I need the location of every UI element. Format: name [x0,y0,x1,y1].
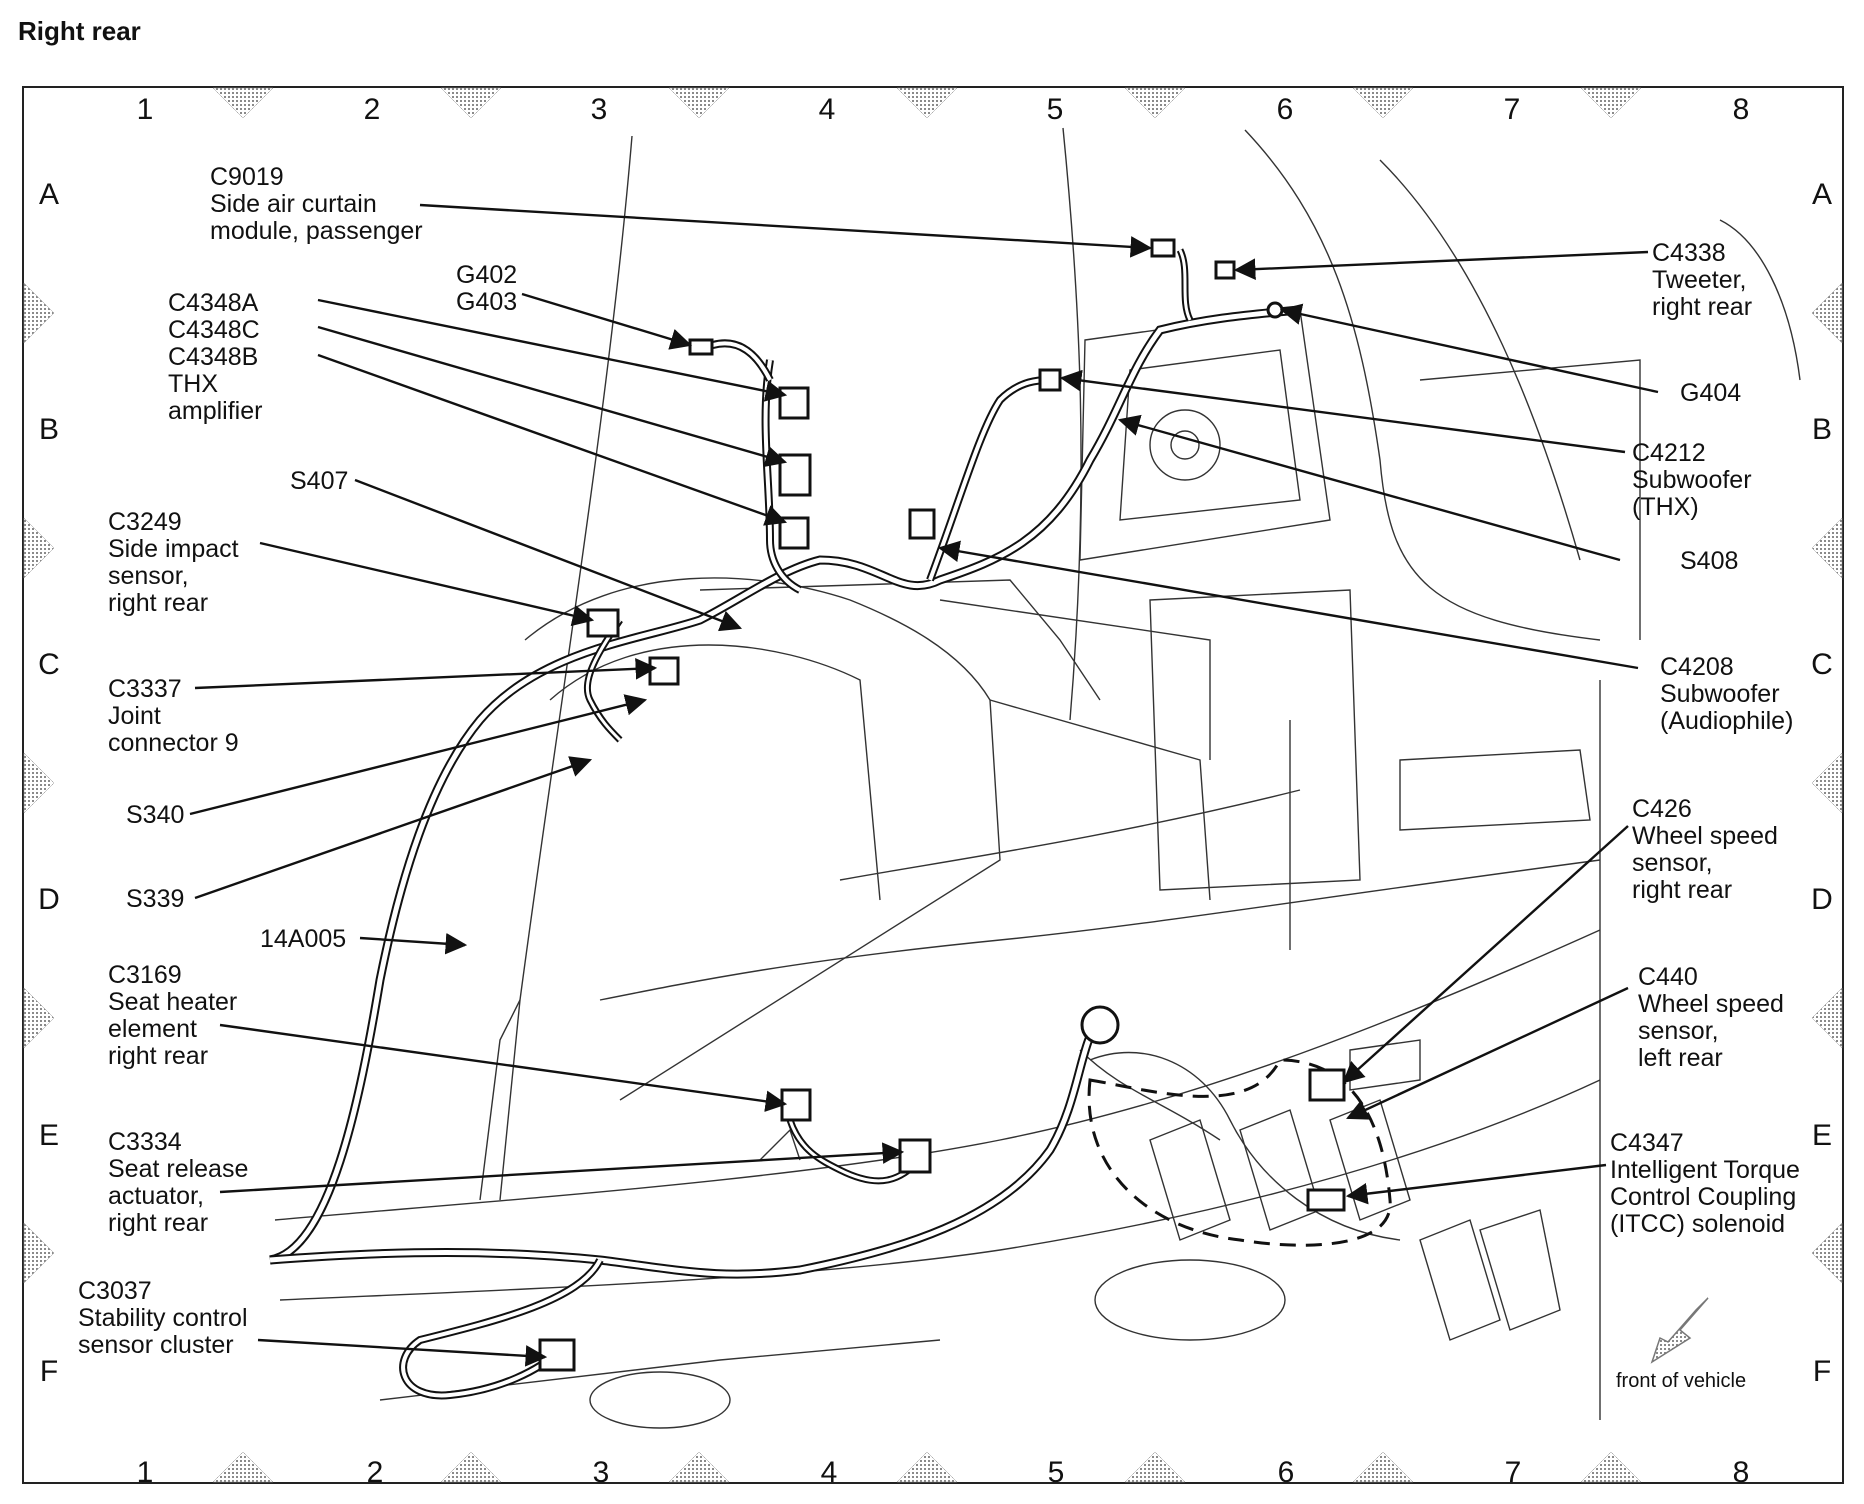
grid-col-7-top: 7 [1503,93,1521,126]
grid-col-6-bottom: 6 [1277,1456,1295,1489]
grid-row-c-right: C [1811,648,1833,681]
vehicle-body-outline [274,127,1801,1429]
label-s408: S408 [1680,547,1739,575]
front-of-vehicle-arrow [1650,1297,1709,1364]
grid-row-f-right: F [1812,1355,1832,1388]
grid-row-a-right: A [1811,178,1833,211]
grid-row-a-left: A [38,178,60,211]
label-s340: S340 [126,801,185,829]
grid-col-1-bottom: 1 [136,1456,154,1489]
grid-col-2-bottom: 2 [366,1456,384,1489]
grid-col-4-bottom: 4 [820,1456,838,1489]
leader-lines [189,203,1659,1367]
grid-row-b-left: B [38,413,60,446]
front-of-vehicle-label: front of vehicle [1616,1370,1747,1392]
grid-col-4-top: 4 [818,93,836,126]
grid-col-5-top: 5 [1046,93,1064,126]
itcc-dashed-outline [1087,1058,1392,1247]
grid-col-1-top: 1 [136,93,154,126]
label-14a005: 14A005 [260,925,347,953]
grid-row-e-right: E [1811,1119,1833,1152]
grid-col-5-bottom: 5 [1047,1456,1065,1489]
label-g404: G404 [1680,379,1742,407]
grid-row-d-right: D [1811,883,1833,916]
grid-row-c-left: C [38,648,60,681]
grid-col-8-top: 8 [1732,93,1750,126]
grid-col-8-bottom: 8 [1732,1456,1750,1489]
grid-col-3-top: 3 [590,93,608,126]
label-s339: S339 [126,885,185,913]
page-title: Right rear [18,16,141,46]
grid-col-7-bottom: 7 [1504,1456,1522,1489]
grid-col-2-top: 2 [363,93,381,126]
grid-row-f-left: F [39,1355,59,1388]
grid-row-e-left: E [38,1119,60,1152]
grid-row-b-right: B [1811,413,1833,446]
grid-col-3-bottom: 3 [592,1456,610,1489]
grid-row-d-left: D [38,883,60,916]
connectors [538,238,1346,1372]
grid-col-6-top: 6 [1276,93,1294,126]
grid-markers [23,87,1843,1483]
diagram-frame [22,86,1844,1484]
label-s407: S407 [290,467,349,495]
